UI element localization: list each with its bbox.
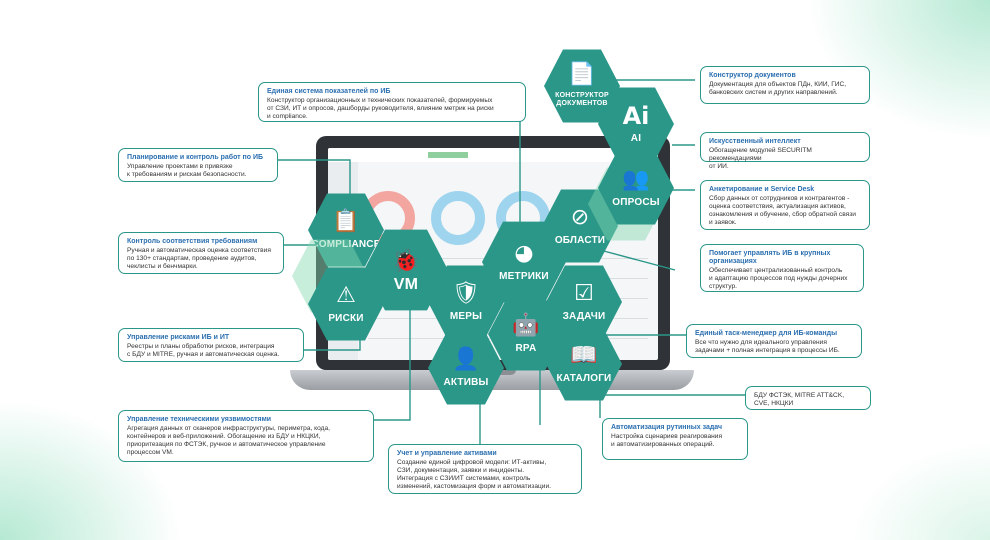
hex-label: КОНСТРУКТОР ДОКУМЕНТОВ [555, 92, 609, 107]
user-lock-icon: 👤 [452, 346, 480, 372]
hex-label: VM [393, 275, 419, 293]
robot-icon: 🤖 [512, 312, 540, 338]
hex-katalogi[interactable]: 📖 КАТАЛОГИ [546, 327, 622, 401]
callout-title: Единый таск-менеджер для ИБ-команды [695, 330, 838, 337]
callout-compliance: Контроль соответствия требованиям Ручная… [118, 232, 284, 274]
hex-label: МЕРЫ [449, 310, 483, 322]
hex-label: AI [630, 132, 642, 144]
callout-title: Автоматизация рутинных задач [611, 424, 723, 431]
callout-title: Конструктор документов [709, 72, 796, 79]
hex-label: РИСКИ [328, 312, 364, 324]
book-icon: 📖 [570, 342, 598, 368]
callout-assets: Учет и управление активами Создание един… [388, 444, 582, 494]
callout-text: Управление проектами в привязке к требов… [127, 163, 247, 178]
callout-text: Обогащение модулей SECURITM рекомендация… [709, 147, 812, 170]
callout-text: БДУ ФСТЭК, MITRE ATT&CK, CVE, НКЦКИ [754, 392, 845, 407]
callout-text: Ручная и автоматическая оценка соответст… [127, 247, 271, 270]
hex-label: ЗАДАЧИ [562, 310, 606, 322]
callout-text: Сбор данных от сотрудников и контрагенто… [709, 195, 856, 226]
callout-catalogs: БДУ ФСТЭК, MITRE ATT&CK, CVE, НКЦКИ [745, 386, 871, 410]
callout-title: Планирование и контроль работ по ИБ [127, 154, 264, 161]
callout-title: Помогает управлять ИБ в крупных организа… [709, 250, 831, 265]
callout-text: Обеспечивает централизованный контроль и… [709, 267, 848, 290]
callout-survey: Анкетирование и Service Desk Сбор данных… [700, 180, 870, 230]
hex-oprosy[interactable]: 👥 ОПРОСЫ [598, 151, 674, 225]
hex-label: АКТИВЫ [443, 376, 489, 388]
callout-title: Учет и управление активами [397, 450, 497, 457]
callout-title: Единая система показателей по ИБ [267, 88, 391, 95]
callout-text: Документация для объектов ПДн, КИИ, ГИС,… [709, 81, 847, 96]
callout-text: Агрегация данных от сканеров инфраструкт… [127, 425, 330, 456]
callout-risks: Управление рисками ИБ и ИТ Реестры и пла… [118, 328, 304, 362]
callout-title: Управление техническими уязвимостями [127, 416, 272, 423]
warning-icon: ⚠ [336, 282, 356, 308]
callout-docs: Конструктор документов Документация для … [700, 66, 870, 104]
callout-planning: Планирование и контроль работ по ИБ Упра… [118, 148, 278, 182]
callout-vuln: Управление техническими уязвимостями Агр… [118, 410, 374, 462]
pie-chart-icon: ◕ [514, 240, 534, 266]
callout-text: Конструктор организационных и технически… [267, 97, 494, 120]
callout-rpa: Автоматизация рутинных задач Настройка с… [602, 418, 748, 460]
checkbox-icon: ☑ [574, 280, 594, 306]
people-icon: 👥 [622, 166, 650, 192]
callout-org: Помогает управлять ИБ в крупных организа… [700, 244, 864, 292]
hex-label: COMPLIANCE [311, 238, 381, 250]
callout-text: Реестры и планы обработки рисков, интегр… [127, 343, 280, 358]
callout-title: Управление рисками ИБ и ИТ [127, 334, 230, 341]
ai-icon: Ai [622, 101, 650, 130]
scopes-icon: ⊘ [570, 204, 590, 230]
clipboard-icon: 📋 [332, 208, 360, 234]
shield-icon: 🛡 [452, 280, 480, 306]
callout-title: Искусственный интеллект [709, 138, 801, 145]
hex-konstruktor[interactable]: 📄 КОНСТРУКТОР ДОКУМЕНТОВ [544, 49, 620, 123]
bug-icon: 🐞 [392, 248, 420, 274]
hex-ai[interactable]: Ai AI [598, 87, 674, 161]
hex-label: ОБЛАСТИ [554, 234, 606, 246]
callout-title: Контроль соответствия требованиям [127, 238, 258, 245]
callout-title: Анкетирование и Service Desk [709, 186, 815, 193]
hex-label: ОПРОСЫ [612, 196, 660, 208]
callout-metrics: Единая система показателей по ИБ Констру… [258, 82, 526, 122]
callout-ai: Искусственный интеллект Обогащение модул… [700, 132, 870, 170]
hex-label: КАТАЛОГИ [556, 372, 612, 384]
callout-text: Настройка сценариев реагирования и автом… [611, 433, 723, 448]
document-icon: 📄 [568, 62, 596, 87]
hex-label: МЕТРИКИ [499, 270, 549, 282]
callout-tasks: Единый таск-менеджер для ИБ-команды Все … [686, 324, 862, 358]
callout-text: Создание единой цифровой модели: ИТ-акти… [397, 459, 551, 490]
hex-label: RPA [515, 342, 537, 354]
callout-text: Все что нужно для идеального управления … [695, 339, 840, 354]
